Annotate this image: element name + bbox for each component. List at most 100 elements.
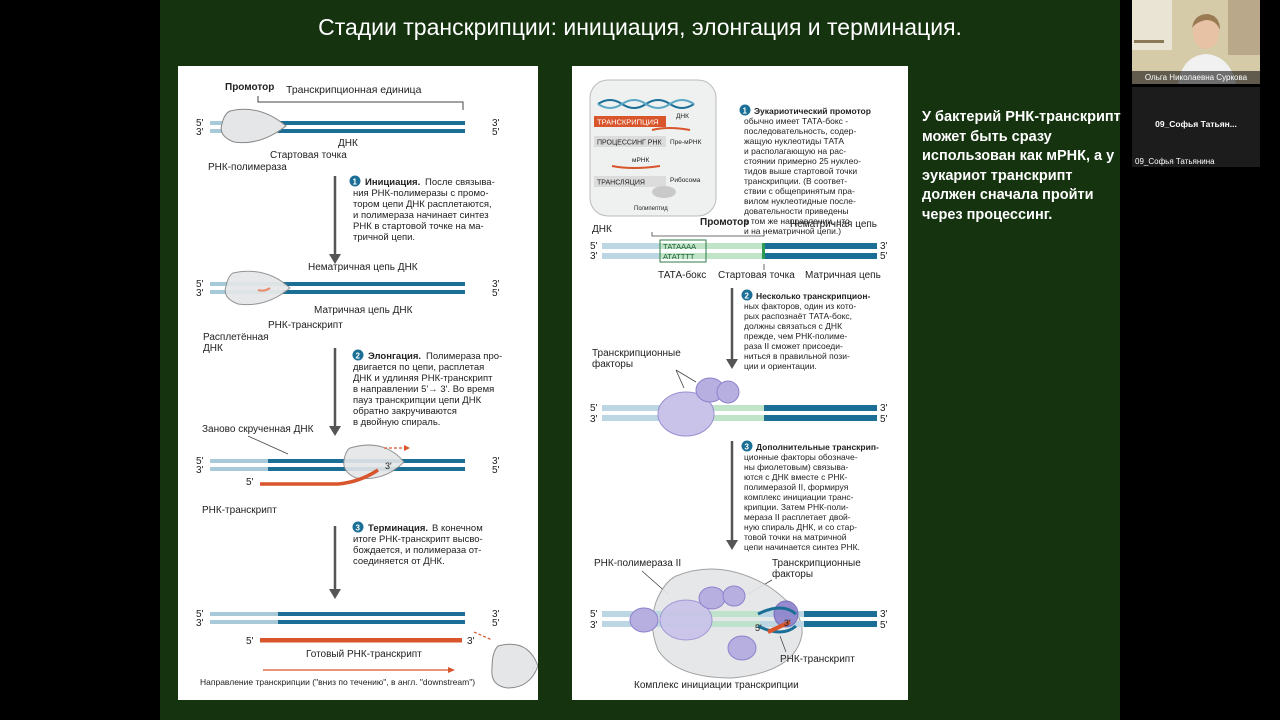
r-step1-text: обычно имеет ТАТА-бокс - последовательно… — [744, 116, 861, 236]
rna-transcript-label-1: РНК-транскрипт — [268, 320, 343, 331]
r-dna3-3-right: 3' — [880, 609, 888, 620]
r-step1-line-10: в том же направлении, что — [744, 216, 850, 226]
step3-line-2: бождается, и полимераза от- — [353, 545, 481, 556]
direction-dash-head-3 — [404, 445, 410, 451]
r-dna-label: ДНК — [592, 224, 612, 235]
step2-line-5: обратно закручиваются — [353, 406, 457, 417]
dna3-3-bottom: 3' — [196, 465, 204, 476]
direction-arrow-head — [448, 667, 455, 673]
step2-line-1: двигается по цепи, расплетая — [353, 362, 484, 373]
step2-line-6: в двойную спираль. — [353, 417, 440, 428]
step2-heading: Элонгация. — [368, 351, 421, 362]
r-dna1-5: 5' — [590, 241, 598, 252]
r-step3-line-7: ную спираль ДНК, и со стар- — [744, 522, 857, 532]
rna4-3-label: 3' — [467, 636, 475, 647]
finished-rna-transcript — [260, 638, 462, 643]
dna3-5-bottom: 5' — [492, 465, 500, 476]
r-step3-heading: Дополнительные транскрип- — [756, 442, 879, 452]
step3-line-1: итоге РНК-транскрипт высво- — [353, 534, 483, 545]
r-tf-label-1: Транскрипционные — [592, 348, 681, 359]
promoter-label: Промотор — [225, 82, 274, 93]
r-step1-line-4: стоянии примерно 25 нуклео- — [744, 156, 861, 166]
r-step3-badge — [741, 440, 753, 452]
dna3-5-top: 5' — [196, 456, 204, 467]
r-step3-line-2: ются с ДНК вместе с РНК- — [744, 472, 848, 482]
dna4-5-bottom: 5' — [492, 618, 500, 629]
r-step2-line-0: ных факторов, один из кото- — [744, 301, 856, 311]
dna1-5-top: 5' — [196, 118, 204, 129]
dna2-5-bottom: 5' — [492, 288, 500, 299]
step1-badge — [349, 175, 361, 187]
step2-line-0: Полимераза про- — [426, 351, 502, 362]
r-dna1-3-right: 3' — [880, 241, 888, 252]
rna-transcript-3 — [260, 468, 379, 486]
participant-video-tile[interactable] — [1132, 0, 1260, 84]
dna2-3-bottom: 3' — [196, 288, 204, 299]
r-rna-transcript-label: РНК-транскрипт — [780, 654, 855, 665]
r-dna3-5: 5' — [590, 609, 598, 620]
step1-number: 1 — [353, 178, 358, 187]
participant-video-name: Ольга Николаевна Суркова — [1132, 71, 1260, 84]
step2-badge — [352, 349, 364, 361]
r-nontemplate-label: Нематричная цепь — [790, 219, 877, 230]
dna2-3-top: 3' — [492, 279, 500, 290]
rna4-5-label: 5' — [246, 636, 254, 647]
step2-line-4: пауз транскрипции цепи ДНК — [353, 395, 482, 406]
r-template-label: Матричная цепь — [805, 270, 881, 281]
tf-complex-2 — [659, 599, 713, 641]
rewound-pointer — [247, 435, 289, 455]
step2-text: Полимераза про- двигается по цепи, распл… — [353, 351, 502, 428]
r-step3-line-1: ны фиолетовым) связыва- — [744, 462, 848, 472]
r-step1-line-1: последовательность, содер- — [744, 126, 856, 136]
step1-line-4: РНК в стартовой точке на ма- — [353, 221, 484, 232]
unit-bracket — [257, 96, 464, 110]
r-down-arrow-2-head — [726, 540, 738, 550]
inset-translation-label: ТРАНСЛЯЦИЯ — [597, 180, 645, 187]
tf-complex-1 — [629, 607, 659, 633]
dna4-3-bottom: 3' — [196, 618, 204, 629]
r-down-arrow-1-head — [726, 359, 738, 369]
r-step3-line-0: ционные факторы обозначе- — [744, 452, 858, 462]
r-step1-line-9: довательности приведены — [744, 206, 848, 216]
dna4-top-strand — [278, 612, 465, 616]
r-dna2-coding-bottom — [764, 415, 877, 421]
participant-tile-avatarless[interactable]: 09_Софья Татьян... 09_Софья Татьянина — [1132, 87, 1260, 167]
r-step2-text: ных факторов, один из кото- рых распозна… — [744, 301, 856, 371]
r-step1-heading: Эукариотический промотор — [754, 106, 871, 116]
step2-line-2: ДНК и удлиняя РНК-транскрипт — [353, 373, 493, 384]
r-step2-line-3: прежде, чем РНК-полиме- — [744, 331, 847, 341]
tata-seq-top: ТАТАААА — [663, 242, 696, 251]
r-step3-line-3: полимеразой II, формируя — [744, 482, 849, 492]
step1-line-2: тором цепи ДНК расплетаются, — [353, 199, 492, 210]
prokaryotic-transcription-figure: Промотор Транскрипционная единица 5' 3' … — [196, 82, 538, 689]
dna1-3-top: 3' — [492, 118, 500, 129]
r-step2-badge — [741, 289, 753, 301]
inset-translation-box — [594, 176, 666, 187]
r-tf-label-2: факторы — [592, 358, 633, 370]
r-start-point-label: Стартовая точка — [718, 270, 795, 281]
r-dna1-coding-bottom — [764, 253, 877, 259]
inset-pre-mrna — [651, 127, 691, 131]
finished-transcript-label: Готовый РНК-транскрипт — [306, 649, 422, 660]
tf-circle-3 — [716, 380, 740, 404]
r-step1-line-5: тидов выше стартовой точки — [744, 166, 857, 176]
r-step1-badge — [739, 104, 751, 116]
r-dna2-3-right: 3' — [880, 403, 888, 414]
step1-line-5: тричной цепи. — [353, 232, 415, 243]
dna1-label: ДНК — [338, 138, 358, 149]
unwound-dna-label-1: Расплетённая — [203, 332, 269, 343]
inset-polypeptide-label: Полипептид — [634, 206, 668, 212]
r-step3-line-6: мераза II расплетает двой- — [744, 512, 851, 522]
dna2-top-strand — [283, 282, 465, 286]
r-start-marker — [762, 243, 765, 259]
inset-transcription-label: ТРАНСКРИПЦИЯ — [597, 118, 658, 127]
template-label-1: Матричная цепь ДНК — [314, 305, 413, 316]
rna-polymerase-shape-1 — [220, 108, 287, 144]
r-dna1-promoter-top — [660, 243, 764, 249]
rna-pol-2-label: РНК-полимераза II — [594, 558, 681, 569]
inset-pre-mrna-label: Пре-мРНК — [670, 139, 702, 146]
r-dna1-promoter-bottom — [660, 253, 764, 259]
rna-transcript-label-2: РНК-транскрипт — [202, 505, 277, 516]
released-polymerase — [491, 643, 538, 689]
step1-line-1: ния РНК-полимеразы с промо- — [353, 188, 488, 199]
